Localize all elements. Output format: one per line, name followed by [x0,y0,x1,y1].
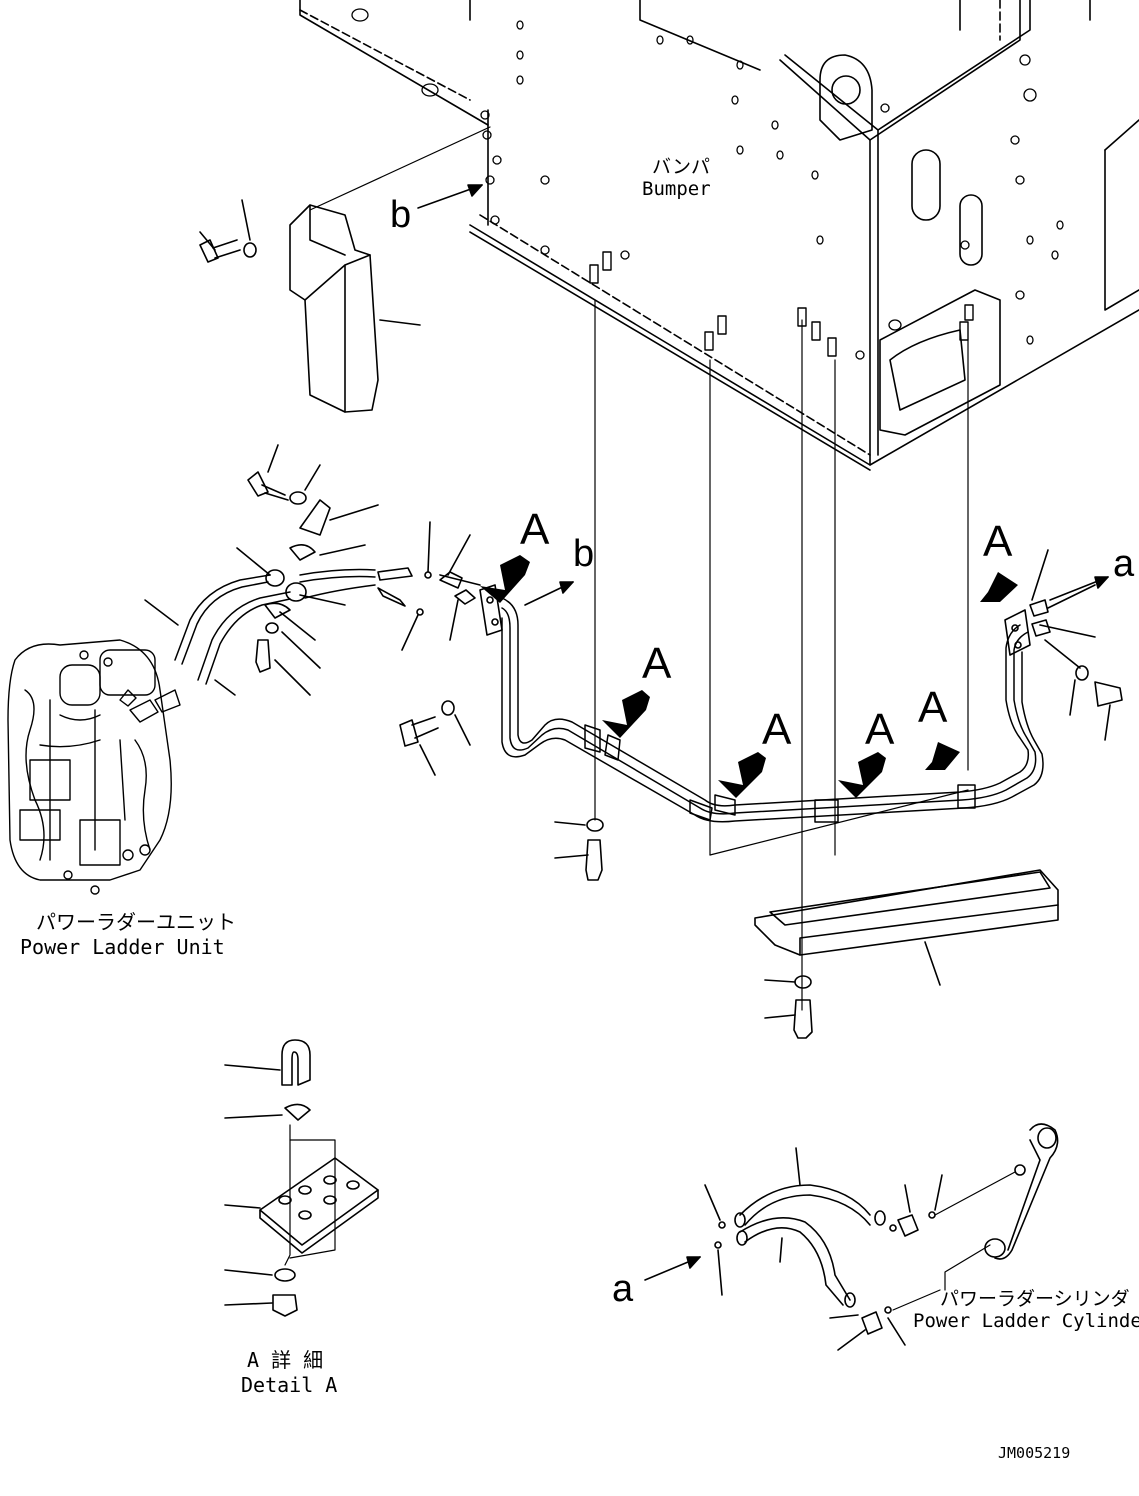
view-A-2: A [642,639,672,688]
bottom-cover [755,870,1058,1038]
power-ladder-unit [8,640,180,894]
washer-bolt-lower [555,819,603,880]
callout-b-mid: b [573,533,595,575]
view-A-6: A [983,517,1013,566]
callout-b-top: b [390,194,412,236]
bolt-lower-left [400,701,470,775]
view-A-4: A [865,705,895,754]
unit-label-en: Power Ladder Unit [20,935,225,959]
bumper-frame [300,0,1139,1010]
fittings [378,522,480,650]
bumper-label-jp: バンパ [652,156,710,178]
view-arrows-A [480,555,1018,798]
cylinder-label-jp: パワーラダーシリンダ [940,1288,1130,1310]
unit-label-jp: パワーラダーユニット [36,910,236,934]
callout-a-right: a [1113,543,1135,585]
tube-route [502,598,1043,822]
callout-arrows [418,185,1108,1280]
detail-a-drawing [225,1040,378,1316]
view-A-5: A [918,683,948,732]
callout-a-bottom: a [612,1268,634,1310]
cylinder-label-en: Power Ladder Cylinder [913,1310,1139,1332]
detail-a-label-en: Detail A [241,1373,338,1397]
bumper-label-en: Bumper [642,178,711,200]
hoses [145,570,375,695]
manifold-right [1005,550,1122,740]
view-A-3: A [762,705,792,754]
clamp-hardware [237,445,378,695]
cylinder-assembly [705,1124,1058,1350]
view-A-1: A [520,505,550,554]
manifold-left [440,572,502,635]
drawing-number: JM005219 [998,1444,1071,1462]
cover-plate [200,127,490,412]
detail-a-label-jp: A 詳 細 [247,1348,324,1372]
